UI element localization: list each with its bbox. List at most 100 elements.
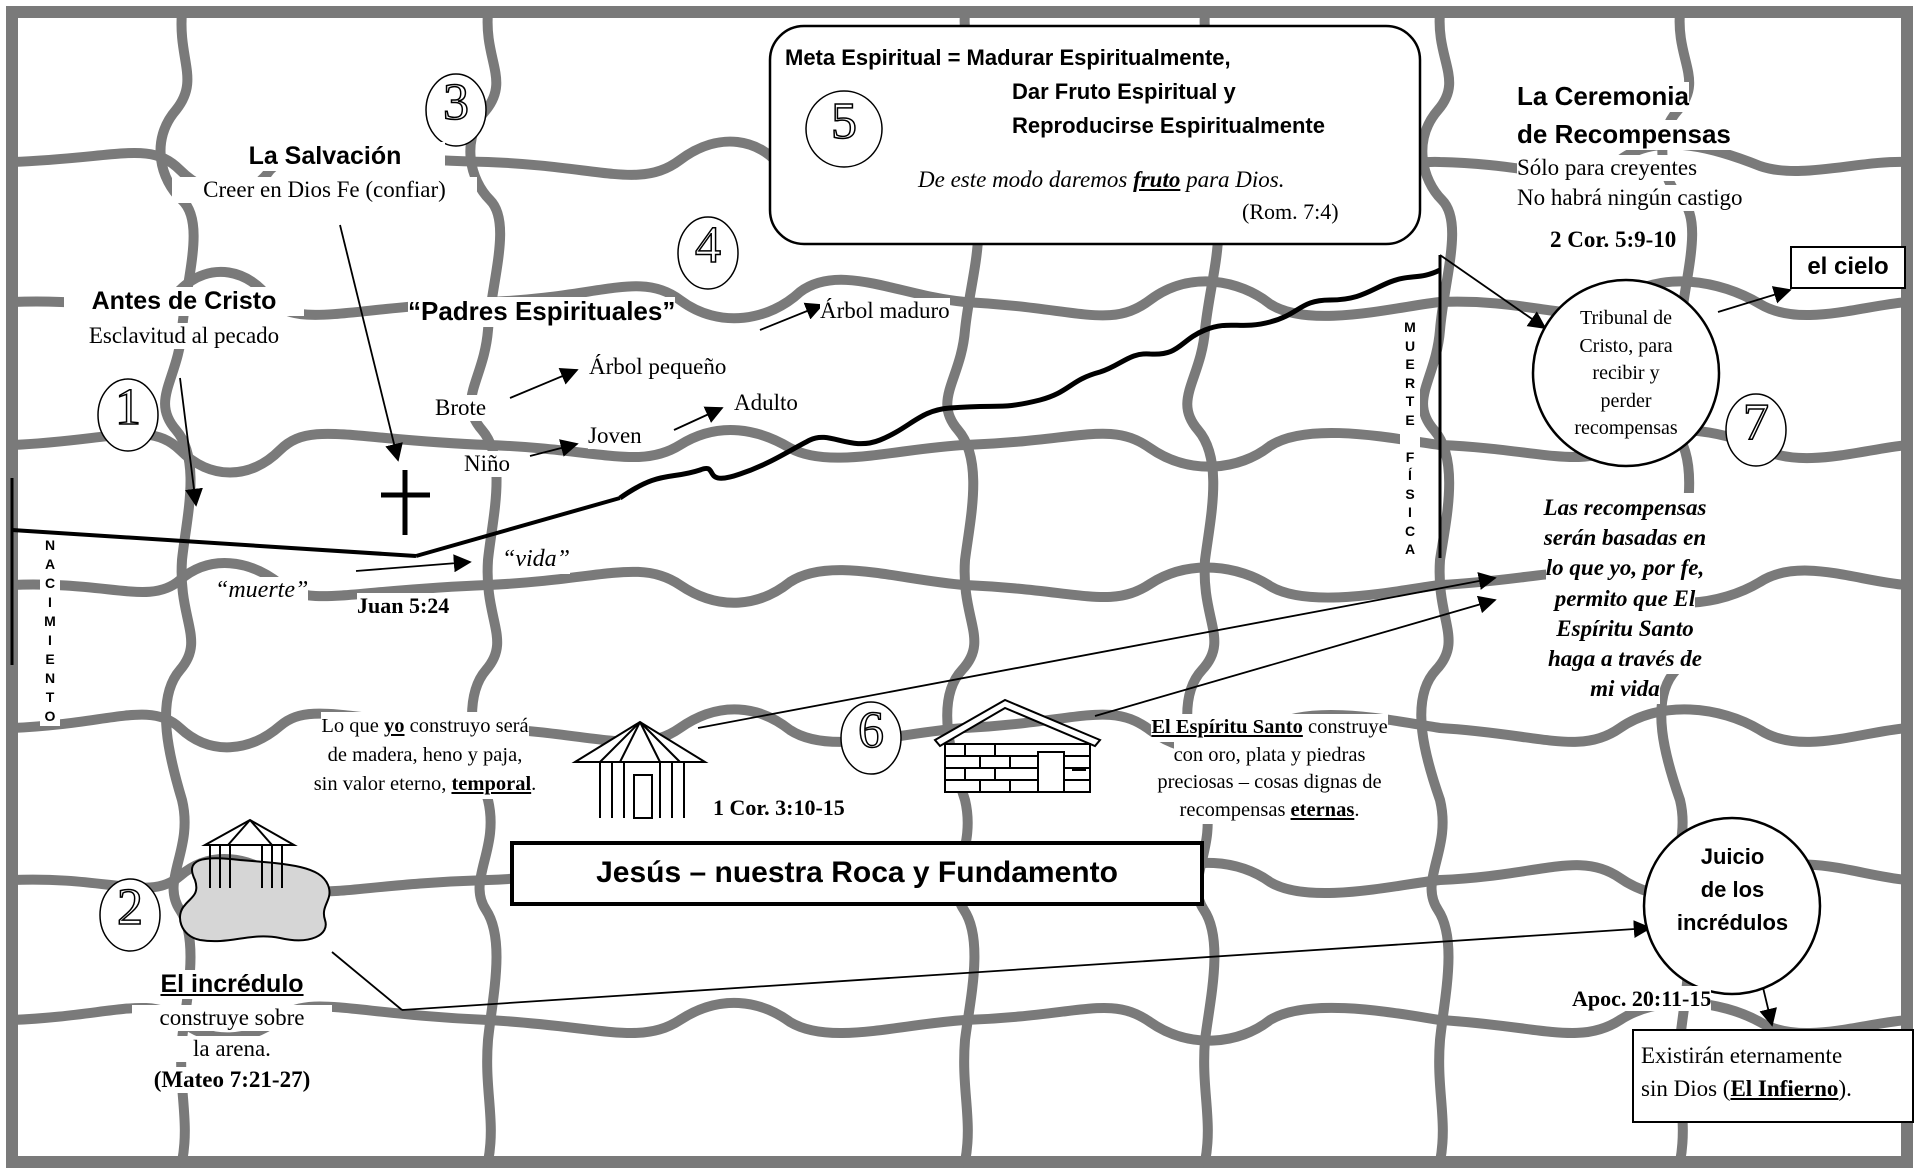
cross-icon: [381, 470, 430, 535]
eternal-line-1: Existirán eternamente: [1641, 1043, 1843, 1068]
birth-letter: T: [45, 689, 55, 705]
goal-quote: De este modo daremos fruto para Dios.: [918, 167, 1285, 193]
foundation-label: Jesús – nuestra Roca y Fundamento: [596, 856, 1118, 889]
judgment-line-3: incrédulos: [1676, 910, 1789, 935]
heaven-label: el cielo: [1807, 253, 1889, 280]
rewards-line-5: Espíritu Santo: [1556, 613, 1694, 645]
step-5-number: 5: [830, 92, 858, 150]
spirit-build-line-1: El Espíritu Santo construye: [1151, 714, 1388, 742]
self-build-line-3-post: .: [531, 773, 537, 795]
self-build-temporal: temporal: [451, 773, 532, 795]
birth-letter: A: [44, 556, 56, 572]
goal-line-3: Reproducirse Espiritualmente: [1012, 113, 1325, 138]
salvation-subtitle: Creer en Dios Fe (confiar): [172, 177, 477, 204]
birth-letter: M: [44, 613, 56, 629]
death-letter: [1400, 429, 1420, 448]
death-letter: R: [1404, 374, 1416, 391]
birth-letter: C: [44, 575, 56, 591]
goal-line-1: Meta Espiritual = Madurar Espiritualment…: [785, 45, 1231, 70]
birth-letter: O: [44, 708, 56, 724]
death-letter: T: [1405, 393, 1415, 409]
self-build-yo: yo: [384, 715, 405, 737]
before-christ-title: Antes de Cristo: [64, 287, 304, 316]
rewards-line-7: mi vida: [1590, 674, 1660, 705]
unbeliever-reference: (Mateo 7:21-27): [132, 1067, 332, 1094]
goal-line-2: Dar Fruto Espiritual y: [1012, 79, 1236, 104]
death-letter: Í: [1408, 467, 1412, 483]
self-build-line-1-pre: Lo que: [321, 715, 384, 737]
eternal-line-2-pre: sin Dios (: [1641, 1076, 1731, 1101]
death-letter: U: [1404, 337, 1416, 354]
ceremony-line-1: Sólo para creyentes: [1517, 155, 1698, 182]
self-build-line-1-post: construyo será: [404, 715, 529, 737]
tribunal-line-5: recompensas: [1574, 417, 1678, 439]
step-3-number: 3: [442, 73, 470, 131]
unbeliever-title-text: El incrédulo: [160, 970, 304, 998]
stage-joven: Joven: [588, 423, 642, 450]
spirit-build-line-4-pre: recompensas: [1179, 798, 1291, 821]
life-label: “vida”: [502, 546, 571, 574]
eternal-line-2: sin Dios (El Infierno).: [1641, 1076, 1852, 1102]
eternal-hell: El Infierno: [1730, 1076, 1839, 1101]
spirit-build-line-3: preciosas – cosas dignas de: [1157, 769, 1382, 797]
death-letter: A: [1404, 541, 1416, 557]
goal-reference: (Rom. 7:4): [1242, 199, 1339, 224]
birth-letter: N: [44, 670, 56, 686]
rewards-line-4: permito que El: [1554, 583, 1696, 614]
unbeliever-line-2: la arena.: [132, 1036, 332, 1063]
judgment-reference: Apoc. 20:11-15: [1572, 986, 1712, 1012]
tribunal-circle: [1531, 278, 1721, 468]
birth-letter: N: [44, 537, 56, 553]
judgment-line-1: Juicio: [1700, 844, 1765, 869]
tribunal-text: Tribunal de Cristo, para recibir y perde…: [1548, 305, 1704, 443]
stage-arbol-maduro: Árbol maduro: [820, 298, 950, 325]
rewards-note: Las recompensas serán basadas en lo que …: [1500, 493, 1750, 705]
self-build-line-3-pre: sin valor eterno,: [313, 773, 452, 795]
self-build-line-2: de madera, heno y paja,: [327, 741, 523, 770]
tribunal-line-4: perder: [1600, 389, 1652, 412]
salvation-title: La Salvación: [205, 142, 445, 171]
stage-arbol-pequeno: Árbol pequeño: [589, 354, 727, 381]
sand-hut-icon: [179, 818, 331, 943]
death-letter: I: [1408, 504, 1412, 520]
stage-brote: Brote: [435, 395, 487, 422]
judgment-text: Juicio de los incrédulos: [1660, 840, 1805, 939]
arrows: [179, 224, 1792, 1027]
life-line: [10, 255, 1442, 665]
death-letter: F: [1405, 448, 1415, 465]
judgment-line-2: de los: [1700, 877, 1765, 902]
birth-letter: I: [48, 632, 52, 648]
step-2-number: 2: [116, 878, 144, 936]
spirit-build-line-1-post: construye: [1302, 716, 1388, 738]
before-christ-subtitle: Esclavitud al pecado: [64, 323, 304, 350]
spirit-build-line-2: con oro, plata y piedras: [1173, 741, 1366, 769]
juan-reference: Juan 5:24: [357, 593, 450, 619]
step-circles: [97, 73, 1787, 952]
spirit-build-line-4: recompensas eternas.: [1179, 796, 1360, 824]
step-4-number: 4: [694, 216, 722, 274]
death-letter: E: [1405, 356, 1415, 372]
stage-adulto: Adulto: [734, 390, 798, 417]
step-1-number: 1: [114, 378, 142, 436]
rewards-line-6: haga a través de: [1548, 644, 1702, 675]
death-label: “muerte”: [215, 577, 309, 605]
rewards-line-1: Las recompensas: [1543, 493, 1707, 524]
foundation-banner-box: [510, 841, 1204, 906]
spirit-build-eternas: eternas: [1290, 798, 1355, 821]
spiritual-parents-title: “Padres Espirituales”: [408, 296, 676, 327]
straw-hut-icon: [571, 720, 709, 819]
goal-quote-pre: De este modo daremos: [918, 167, 1134, 192]
eternal-line-2-post: ).: [1838, 1076, 1852, 1101]
unbeliever-line-1: construye sobre: [132, 1005, 332, 1032]
ceremony-reference: 2 Cor. 5:9-10: [1550, 227, 1677, 254]
goal-quote-fruit: fruto: [1133, 167, 1181, 192]
heaven-box: [1790, 246, 1906, 289]
spirit-build-line-4-post: .: [1354, 798, 1360, 821]
goal-quote-post: para Dios.: [1180, 167, 1285, 192]
goal-box: [768, 24, 1422, 246]
step-6-number: 6: [857, 701, 885, 759]
death-letter: M: [1404, 319, 1416, 335]
rewards-line-3: lo que yo, por fe,: [1545, 553, 1705, 584]
self-build-line-1: Lo que yo construyo será: [321, 712, 529, 741]
